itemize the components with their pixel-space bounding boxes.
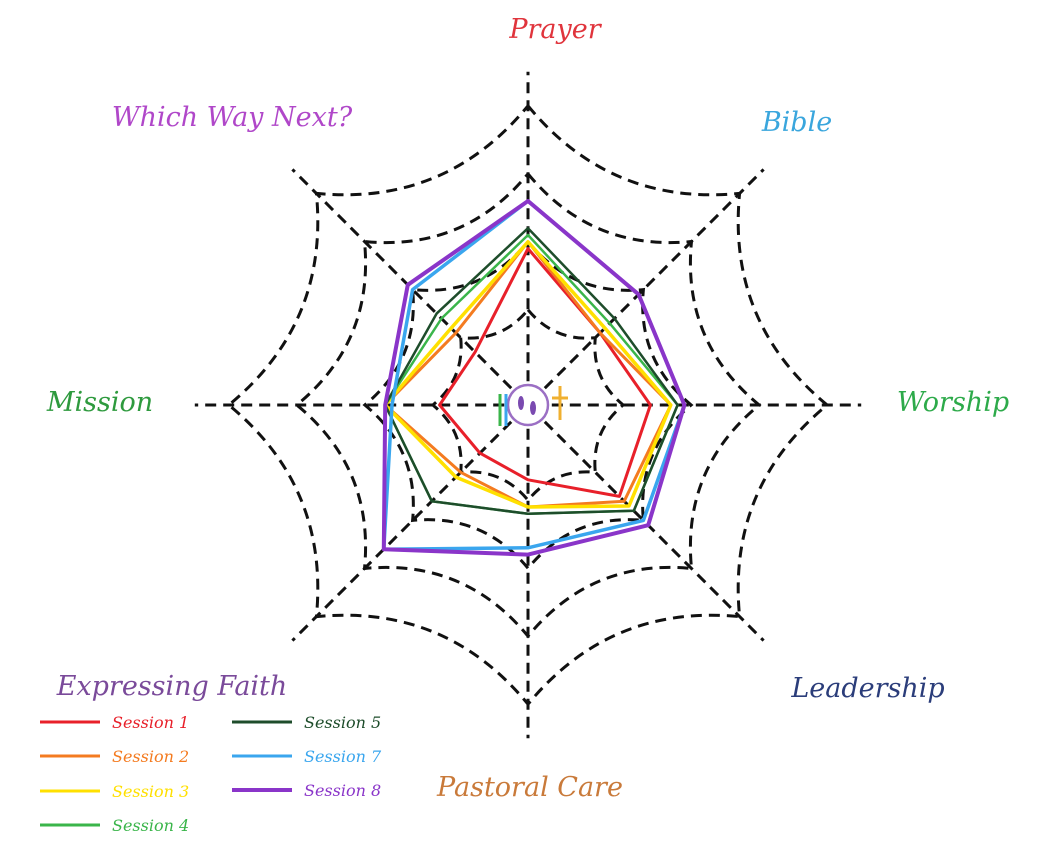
legend-label: Session 3 [112,782,189,801]
legend-item-session-3: Session 3 [40,782,189,801]
series-layer [381,199,687,557]
spoke-2 [543,168,765,390]
legend-item-session-2: Session 2 [40,747,189,766]
legend-label: Session 8 [304,781,381,800]
axis-label-worship: Worship [897,387,1009,418]
legend-item-session-7: Session 7 [232,747,382,766]
web-ring-2 [362,240,694,571]
center-logo-icon [498,383,568,427]
axis-label-mission: Mission [46,387,153,418]
series-session-8 [381,199,687,557]
axis-label-prayer: Prayer [508,14,602,45]
spider-web-grid [194,71,862,739]
axis-label-expressing-faith: Expressing Faith [56,671,288,702]
legend-item-session-8: Session 8 [232,781,381,800]
axis-label-bible: Bible [761,107,832,138]
axis-label-pastoral-care: Pastoral Care [436,772,623,803]
spoke-4 [543,420,765,642]
legend-label: Session 2 [112,747,189,766]
spoke-6 [291,420,513,642]
legend-item-session-5: Session 5 [232,713,381,732]
axis-labels: Prayer Bible Worship Leadership Pastoral… [46,14,1009,803]
legend-label: Session 7 [304,747,382,766]
series-session-5 [383,226,679,516]
series-session-3 [383,240,673,509]
legend-label: Session 1 [112,713,189,732]
legend-label: Session 4 [112,816,189,835]
web-ring-1 [430,308,626,503]
axis-label-leadership: Leadership [790,673,944,704]
spoke-8 [291,168,513,390]
axis-label-which-way-next: Which Way Next? [112,102,353,133]
legend: Session 1 Session 2 Session 3 Session 4 Sess… [40,713,382,835]
series-session-1 [438,247,652,498]
legend-item-session-1: Session 1 [40,713,189,732]
legend-item-session-4: Session 4 [40,816,189,835]
legend-label: Session 5 [304,713,381,732]
